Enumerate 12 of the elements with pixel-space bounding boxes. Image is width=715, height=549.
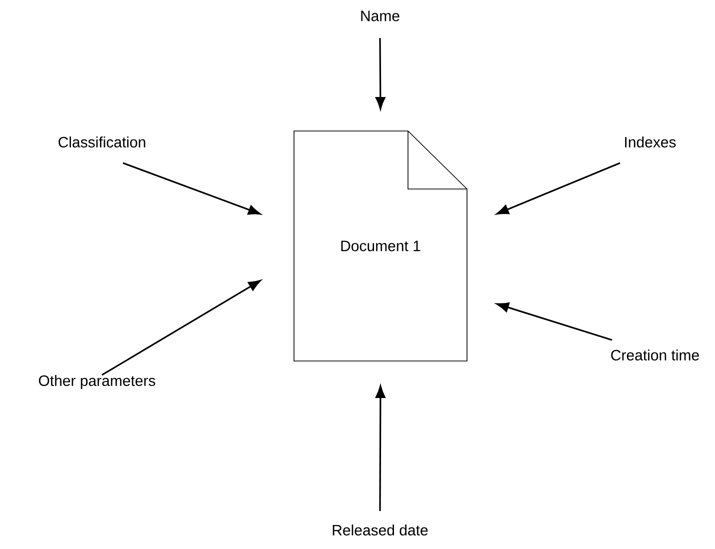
arrow	[102, 280, 261, 376]
arrow	[496, 302, 612, 341]
node-label: Classification	[58, 136, 146, 148]
node-label: Other parameters	[38, 375, 156, 389]
arrow	[496, 162, 620, 215]
arrow	[376, 386, 386, 511]
node-label: Released date	[332, 524, 428, 536]
node-label: Name	[361, 10, 400, 22]
arrow	[122, 162, 261, 215]
node-label: Creation time	[611, 350, 699, 360]
arrow	[376, 38, 386, 110]
node-label: Indexes	[625, 136, 676, 148]
